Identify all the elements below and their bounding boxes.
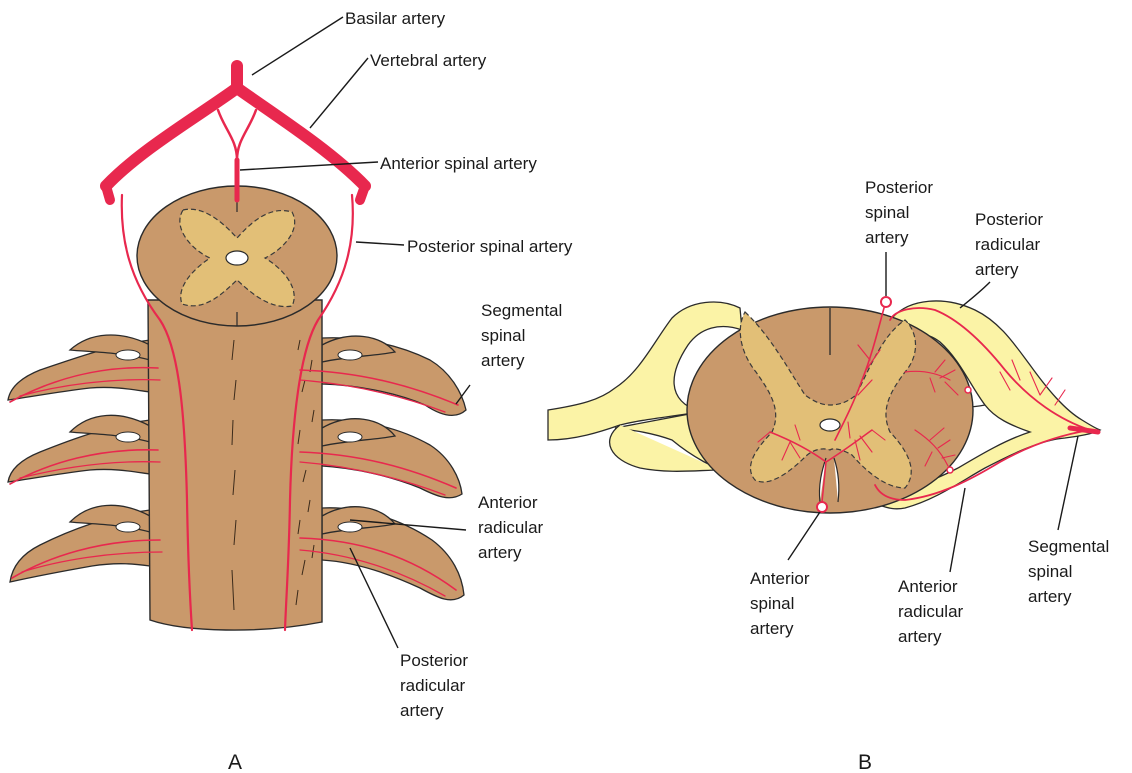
label-anterior-radicular-b-3: artery <box>898 627 942 646</box>
label-anterior-radicular-b-1: Anterior <box>898 577 958 596</box>
label-anterior-radicular-a-2: radicular <box>478 518 544 537</box>
label-anterior-spinal-artery-a: Anterior spinal artery <box>380 154 537 173</box>
label-posterior-radicular-b-3: artery <box>975 260 1019 279</box>
label-segmental-b-2: spinal <box>1028 562 1072 581</box>
label-segmental-b-3: artery <box>1028 587 1072 606</box>
label-anterior-spinal-b-1: Anterior <box>750 569 810 588</box>
label-anterior-radicular-a-1: Anterior <box>478 493 538 512</box>
label-posterior-radicular-a-2: radicular <box>400 676 466 695</box>
anterior-spinal-artery-a <box>218 110 256 160</box>
central-canal-b <box>820 419 840 431</box>
label-posterior-radicular-b-1: Posterior <box>975 210 1043 229</box>
label-segmental-a-1: Segmental <box>481 301 562 320</box>
panel-a-letter: A <box>228 751 242 773</box>
label-anterior-radicular-a-3: artery <box>478 543 522 562</box>
label-posterior-radicular-b-2: radicular <box>975 235 1041 254</box>
central-canal-a <box>226 251 248 265</box>
label-posterior-spinal-artery-a: Posterior spinal artery <box>407 237 573 256</box>
label-posterior-spinal-b-1: Posterior <box>865 178 933 197</box>
label-posterior-spinal-b-2: spinal <box>865 203 909 222</box>
label-segmental-a-3: artery <box>481 351 525 370</box>
label-segmental-a-2: spinal <box>481 326 525 345</box>
panel-b-letter: B <box>858 751 872 773</box>
label-basilar-artery: Basilar artery <box>345 9 446 28</box>
label-anterior-spinal-b-2: spinal <box>750 594 794 613</box>
panel-b-illustration <box>548 252 1100 572</box>
label-posterior-radicular-a-3: artery <box>400 701 444 720</box>
label-anterior-radicular-b-2: radicular <box>898 602 964 621</box>
label-posterior-radicular-a-1: Posterior <box>400 651 468 670</box>
left-nerve-roots <box>8 335 150 582</box>
panel-a-illustration <box>8 17 470 648</box>
spinal-cord-body <box>148 300 322 630</box>
label-vertebral-artery: Vertebral artery <box>370 51 487 70</box>
label-posterior-spinal-b-3: artery <box>865 228 909 247</box>
label-segmental-b-1: Segmental <box>1028 537 1109 556</box>
label-anterior-spinal-b-3: artery <box>750 619 794 638</box>
